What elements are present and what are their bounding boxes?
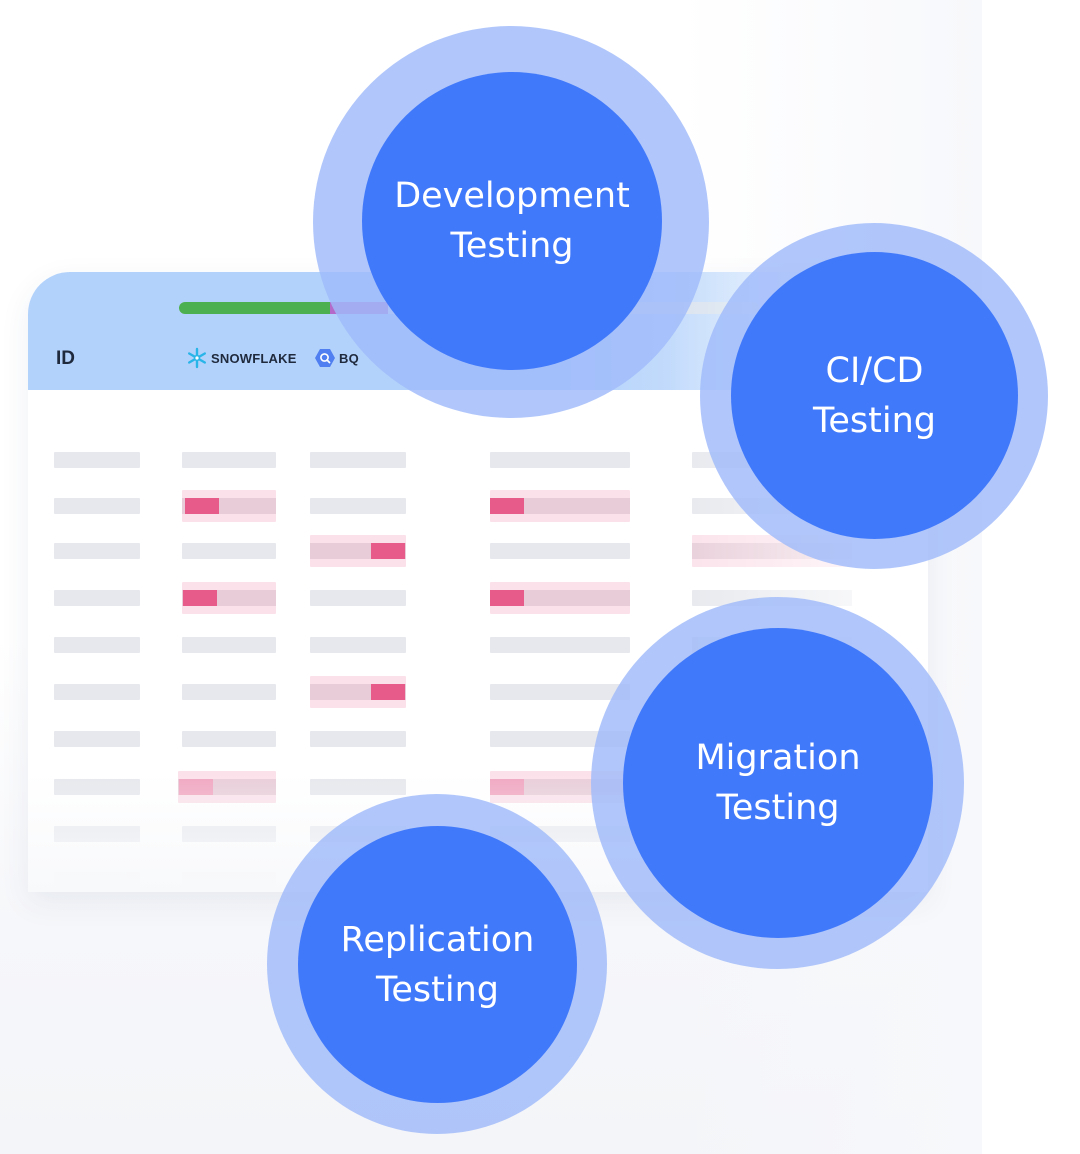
cell-id (54, 452, 140, 468)
cell-id (54, 731, 140, 747)
replication-testing-button[interactable]: Replication Testing (298, 826, 577, 1103)
cell-bq-diff[interactable] (310, 535, 406, 567)
cell-snowflake (182, 731, 276, 747)
progress-segment-match (179, 302, 330, 314)
cicd-testing-line1: CI/CD (825, 350, 924, 391)
cell-snowflake (182, 826, 276, 842)
cell-bq (310, 498, 406, 514)
cell-id (54, 872, 140, 888)
cicd-testing-button[interactable]: CI/CD Testing (731, 252, 1018, 539)
cell-id (54, 779, 140, 795)
bq-label: BQ (339, 350, 359, 366)
cell-id (54, 590, 140, 606)
cell-col4 (490, 543, 630, 559)
cell-snowflake (182, 872, 276, 888)
cell-snowflake (182, 543, 276, 559)
cell-id (54, 826, 140, 842)
migration-testing-line1: Migration (695, 738, 861, 778)
development-testing-line2: Testing (450, 226, 574, 266)
cell-id (54, 637, 140, 653)
cell-id (54, 498, 140, 514)
cell-id (54, 543, 140, 559)
cell-id (54, 684, 140, 700)
cicd-testing-line2: Testing (812, 400, 937, 441)
column-header-bq[interactable]: BQ (314, 347, 359, 369)
cell-bq (310, 590, 406, 606)
replication-testing-line1: Replication (340, 919, 535, 960)
cell-snowflake-diff[interactable] (182, 490, 276, 522)
cell-col4 (490, 452, 630, 468)
development-testing-line1: Development (394, 176, 630, 216)
cell-snowflake (182, 637, 276, 653)
cell-col4-diff[interactable] (490, 490, 630, 522)
cell-snowflake-diff[interactable] (178, 771, 276, 803)
cell-col4 (490, 637, 630, 653)
column-header-snowflake[interactable]: SNOWFLAKE (186, 347, 297, 369)
cell-col4 (490, 684, 630, 700)
bigquery-icon (314, 347, 336, 369)
cell-bq (310, 731, 406, 747)
cell-col4-diff[interactable] (490, 582, 630, 614)
cell-bq-diff[interactable] (310, 676, 406, 708)
cell-bq (310, 452, 406, 468)
cell-snowflake (182, 684, 276, 700)
snowflake-label: SNOWFLAKE (211, 350, 297, 366)
replication-testing-line2: Testing (375, 969, 500, 1010)
migration-testing-button[interactable]: Migration Testing (623, 628, 933, 938)
cell-snowflake-diff[interactable] (182, 582, 276, 614)
migration-testing-line2: Testing (716, 788, 840, 828)
development-testing-button[interactable]: Development Testing (362, 72, 662, 370)
cell-bq (310, 779, 406, 795)
cell-snowflake (182, 452, 276, 468)
column-header-id[interactable]: ID (56, 348, 75, 369)
cell-bq (310, 637, 406, 653)
snowflake-icon (186, 347, 208, 369)
